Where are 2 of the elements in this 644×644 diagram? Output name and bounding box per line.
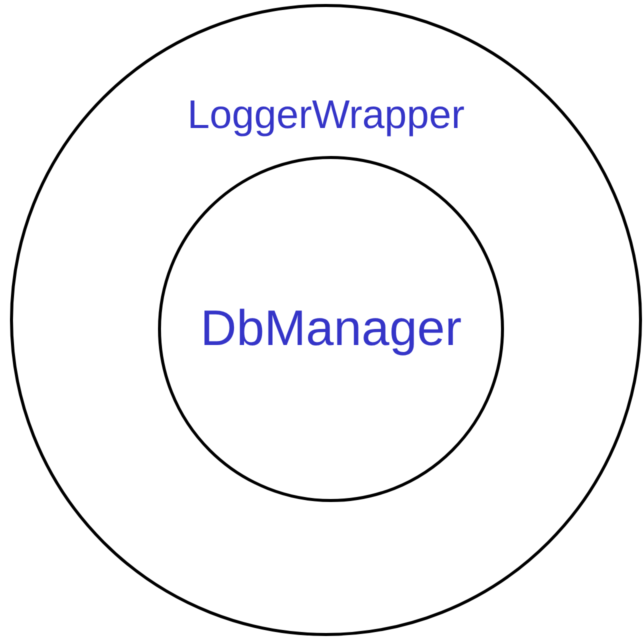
circle-label: DbManager: [200, 300, 462, 356]
circle-label: LoggerWrapper: [187, 93, 465, 137]
